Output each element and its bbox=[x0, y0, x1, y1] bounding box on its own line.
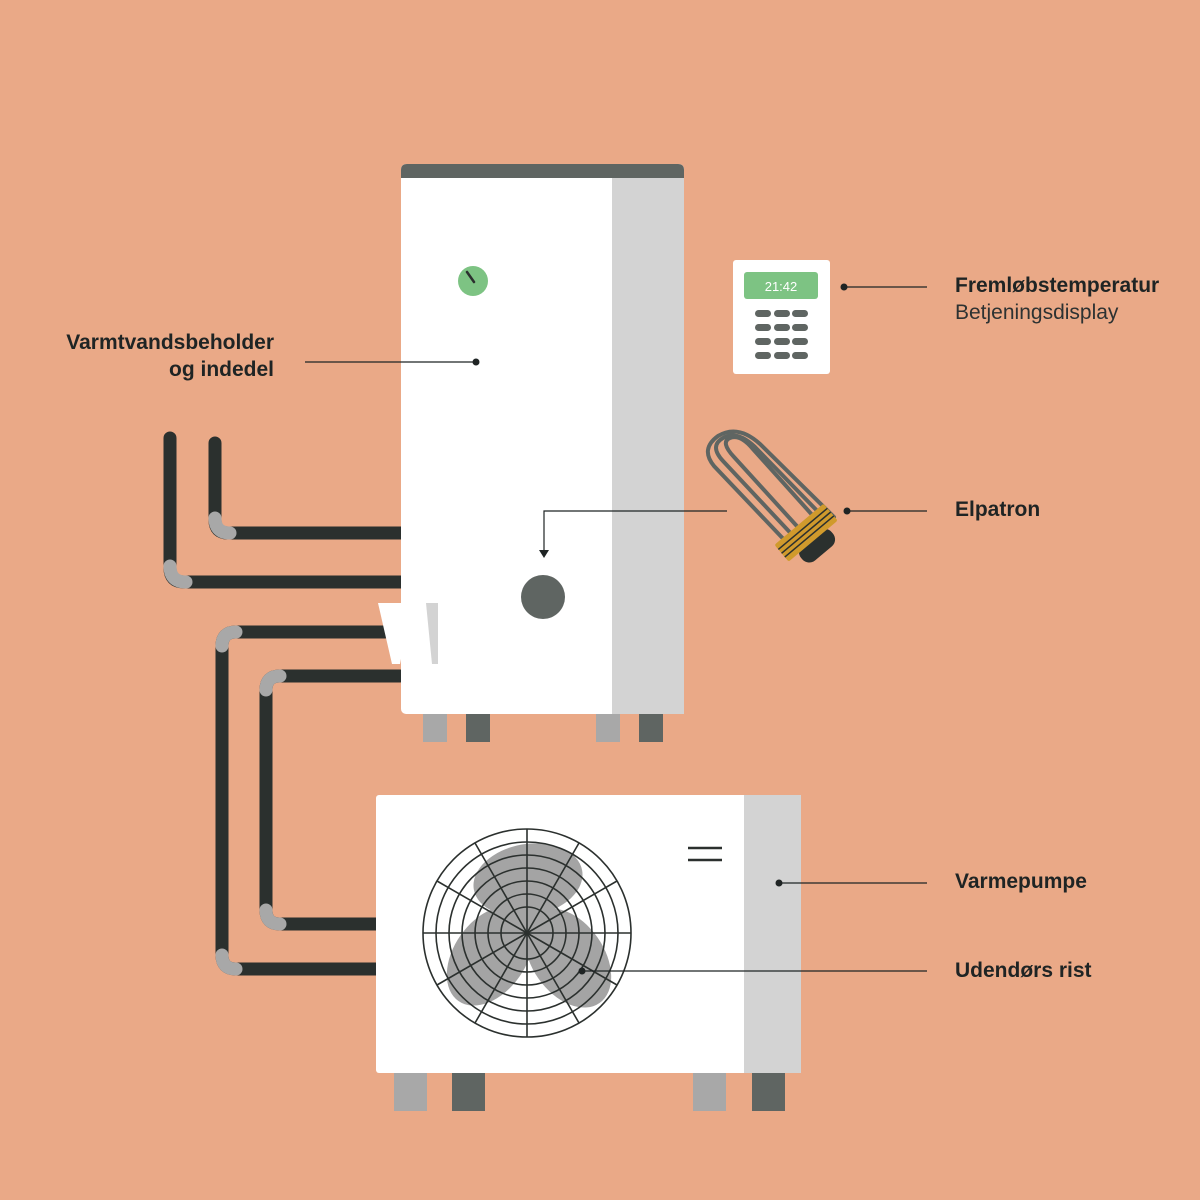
heater-arrow-head bbox=[539, 550, 549, 558]
label-heatpump: Varmepumpe bbox=[955, 870, 1087, 893]
label-tank-line1: Varmtvandsbeholder bbox=[66, 331, 274, 354]
gauge-needle bbox=[465, 270, 476, 284]
callout-dot-heater bbox=[843, 507, 851, 515]
hp-foot bbox=[693, 1072, 726, 1111]
callouts bbox=[305, 283, 927, 975]
tank-pipe-inner bbox=[208, 436, 409, 540]
hp-pipe-inner-bend-top bbox=[259, 669, 287, 697]
label-display-title: Fremløbstemperatur bbox=[955, 274, 1160, 297]
heating-element-loop bbox=[714, 433, 830, 543]
key bbox=[792, 352, 808, 359]
heater-port bbox=[521, 575, 565, 619]
callout-dot-heatpump bbox=[775, 879, 783, 887]
label-display-sub: Betjeningsdisplay bbox=[955, 301, 1119, 324]
label-grille: Udendørs rist bbox=[955, 959, 1092, 982]
tank-foot bbox=[423, 712, 447, 742]
key bbox=[755, 310, 771, 317]
tank-foot bbox=[596, 712, 620, 742]
outdoor-heatpump-unit bbox=[376, 795, 801, 1111]
key bbox=[755, 324, 771, 331]
tank-pipe-outer bbox=[163, 431, 409, 589]
hp-pipe-inner-bend-bottom bbox=[259, 903, 287, 931]
callout-dot-tank bbox=[472, 358, 480, 366]
label-tank-line2: og indedel bbox=[169, 358, 274, 381]
key bbox=[792, 324, 808, 331]
heating-element-loop bbox=[706, 429, 836, 549]
tank-pipe-inner-bend bbox=[208, 511, 237, 540]
pipe-connection-cover bbox=[378, 603, 412, 664]
heater-cap bbox=[798, 528, 836, 563]
pipe-connection-cover-shade bbox=[426, 603, 438, 664]
key bbox=[792, 310, 808, 317]
hp-pipe-outer-bend-top bbox=[215, 625, 243, 653]
key bbox=[774, 352, 790, 359]
tank-side-panel bbox=[612, 178, 684, 714]
key bbox=[755, 338, 771, 345]
key bbox=[755, 352, 771, 359]
callout-dot-grille bbox=[578, 967, 586, 975]
hp-foot bbox=[452, 1072, 485, 1111]
key bbox=[774, 324, 790, 331]
callout-dot-display bbox=[840, 283, 848, 291]
tank-foot bbox=[639, 712, 663, 742]
pipes-to-tank bbox=[163, 431, 409, 589]
fan-grille-icon bbox=[422, 828, 632, 1038]
indoor-tank-unit bbox=[378, 164, 684, 742]
label-heater: Elpatron bbox=[955, 498, 1041, 521]
display-time: 21:42 bbox=[765, 279, 798, 294]
key bbox=[792, 338, 808, 345]
control-display bbox=[733, 260, 830, 374]
hp-side-panel bbox=[744, 795, 801, 1073]
tank-pipe-outer-bend bbox=[163, 559, 193, 589]
tank-top-cap bbox=[401, 164, 684, 178]
display-screen bbox=[744, 272, 818, 299]
tank-foot bbox=[466, 712, 490, 742]
hp-foot bbox=[752, 1072, 785, 1111]
heater-arrow-line bbox=[543, 510, 727, 552]
key bbox=[774, 310, 790, 317]
pipes-to-heatpump bbox=[215, 625, 407, 976]
hp-pipe-outer-bend-bottom bbox=[215, 948, 243, 976]
hp-foot bbox=[394, 1072, 427, 1111]
key bbox=[774, 338, 790, 345]
immersion-heater-icon bbox=[706, 429, 837, 563]
